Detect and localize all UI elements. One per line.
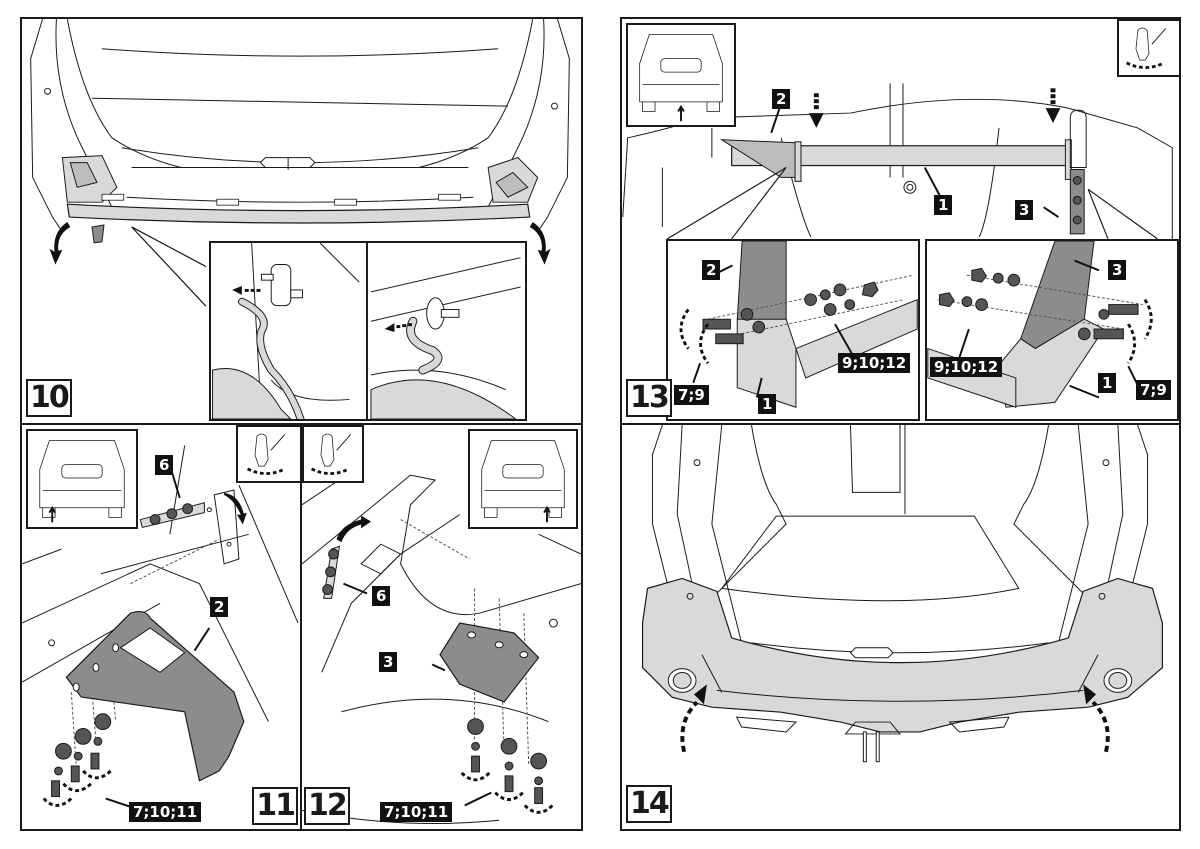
exhaust-hanger-drawing	[212, 243, 521, 419]
callout-hardware-7-10-11: 7;10;11	[380, 802, 453, 822]
torque-hand-icon-13	[1117, 19, 1179, 77]
car-rear-view-locator-12	[468, 429, 578, 529]
step-number-10: 10	[26, 379, 72, 417]
callout-hardware-7-9-left: 7;9	[674, 385, 709, 405]
step-number-12: 12	[304, 787, 350, 825]
callout-part-2-top: 2	[772, 89, 791, 109]
callout-part-6: 6	[372, 586, 391, 606]
torque-hand-icon-11	[236, 425, 300, 483]
bumper-refit-illustration	[641, 425, 1164, 763]
callout-hardware-7-9-right: 7;9	[1136, 380, 1171, 400]
car-rear-view-locator-13	[626, 23, 736, 127]
cross-beam-illustration	[622, 83, 1173, 267]
torque-hand-icon-12	[302, 425, 364, 483]
step-number-14: 14	[626, 785, 672, 823]
exhaust-hanger-detail	[209, 241, 527, 421]
step-14-panel: 14	[620, 423, 1181, 831]
car-rear-view-locator-11	[26, 429, 138, 529]
callout-part-1-detail-right: 1	[1098, 373, 1117, 393]
callout-part-1-detail-left: 1	[758, 394, 777, 414]
step-number-13: 13	[626, 379, 672, 417]
step-11-panel: 6 2 7;10;11 11	[20, 423, 302, 831]
callout-hardware-7-10-11: 7;10;11	[129, 802, 202, 822]
callout-part-2: 2	[210, 597, 229, 617]
step-13-panel: 2 1 3 2 7;9 9;10;12 1 3 9;10;12 1 7;9 13	[620, 17, 1181, 425]
callout-part-6: 6	[155, 455, 174, 475]
step-number-11: 11	[252, 787, 298, 825]
callout-part-2-detail: 2	[702, 260, 721, 280]
callout-part-1-top: 1	[934, 195, 953, 215]
callout-hardware-9-10-12-right: 9;10;12	[930, 357, 1003, 377]
step-10-panel: 10	[20, 17, 583, 425]
callout-part-3: 3	[379, 652, 398, 672]
callout-hardware-9-10-12-left: 9;10;12	[838, 353, 911, 373]
callout-part-3-detail: 3	[1108, 260, 1127, 280]
left-bracket-illustration	[22, 445, 299, 810]
step-12-panel: 6 3 7;10;11 12	[300, 423, 583, 831]
bumper-removal-illustration	[30, 19, 570, 307]
callout-part-3-top: 3	[1015, 200, 1034, 220]
